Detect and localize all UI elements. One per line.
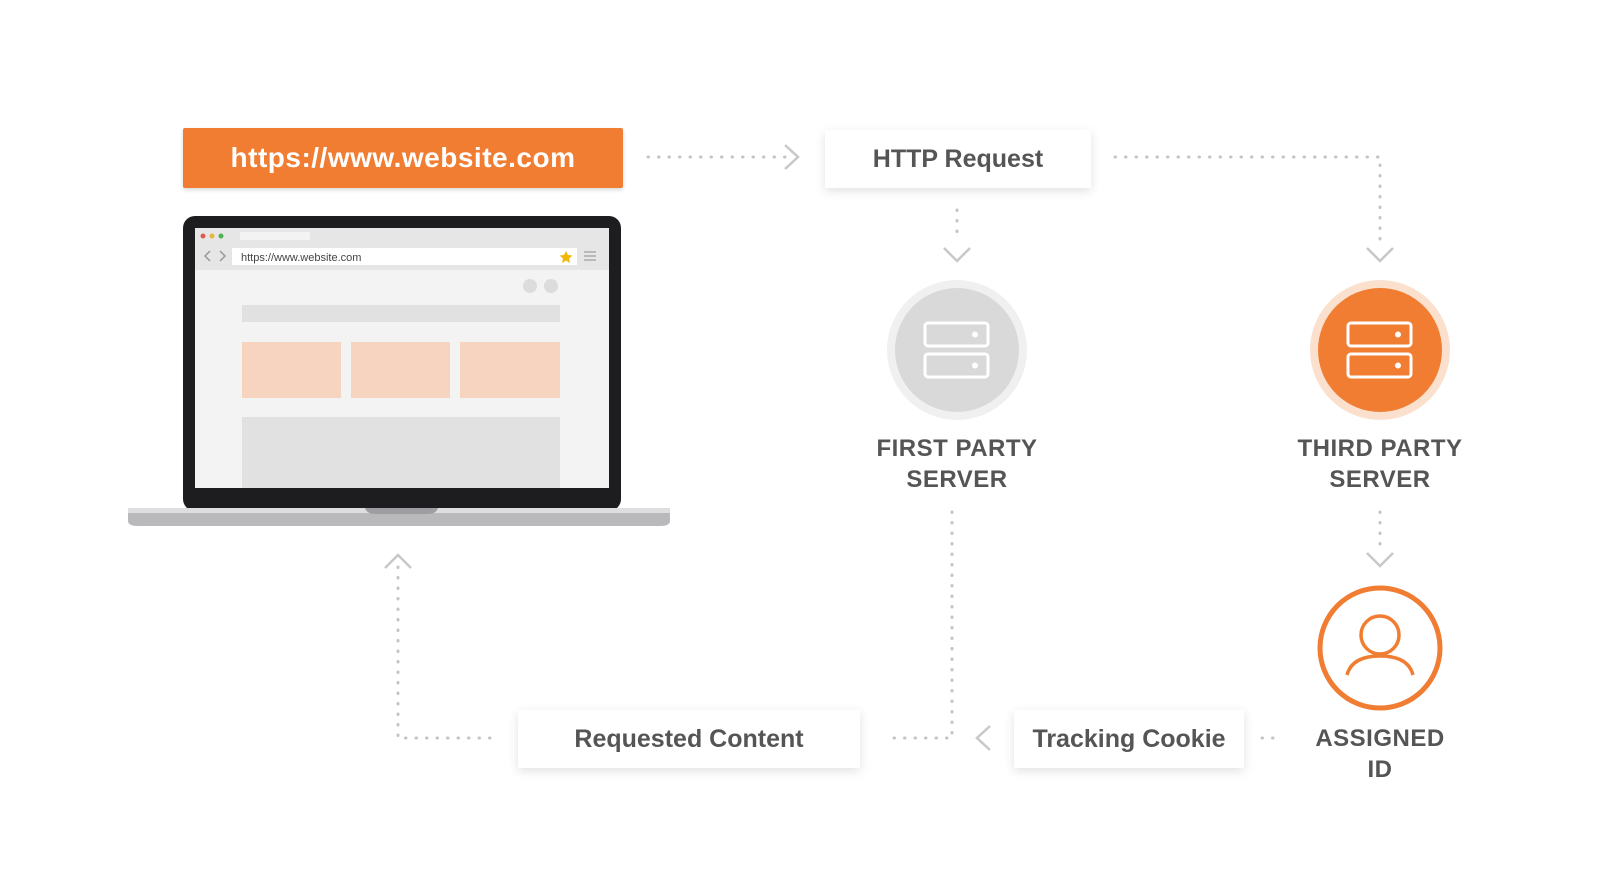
back-icon: [203, 250, 211, 262]
first-party-server-icon: [887, 280, 1027, 420]
third-party-server-icon: [1310, 280, 1450, 420]
first-party-server-label: FIRST PARTY SERVER: [876, 435, 1038, 493]
url-banner: https://www.website.com: [183, 128, 623, 188]
tracking-cookie-box: Tracking Cookie: [1014, 710, 1244, 768]
forward-icon: [219, 250, 227, 262]
laptop-illustration: https://www.website.com: [128, 216, 670, 526]
chevron-down-icon: [943, 247, 971, 263]
http-request-label: HTTP Request: [872, 144, 1044, 173]
chevron-right-icon: [784, 144, 800, 170]
chevron-down-icon: [1366, 552, 1394, 568]
assigned-id-label: ASSIGNED ID: [1315, 725, 1445, 783]
user-icon: [1317, 585, 1443, 711]
requested-content-label: Requested Content: [574, 724, 804, 753]
requested-content-box: Requested Content: [518, 710, 860, 768]
laptop-address-text: https://www.website.com: [241, 252, 361, 264]
http-request-box: HTTP Request: [825, 130, 1091, 188]
chevron-down-icon: [1366, 247, 1394, 263]
star-icon: [559, 251, 573, 263]
chevron-left-icon: [975, 725, 991, 751]
tracking-cookie-label: Tracking Cookie: [1032, 724, 1226, 753]
menu-icon: [584, 251, 596, 261]
third-party-server-label: THIRD PARTY SERVER: [1297, 435, 1463, 493]
chevron-up-icon: [384, 553, 412, 569]
